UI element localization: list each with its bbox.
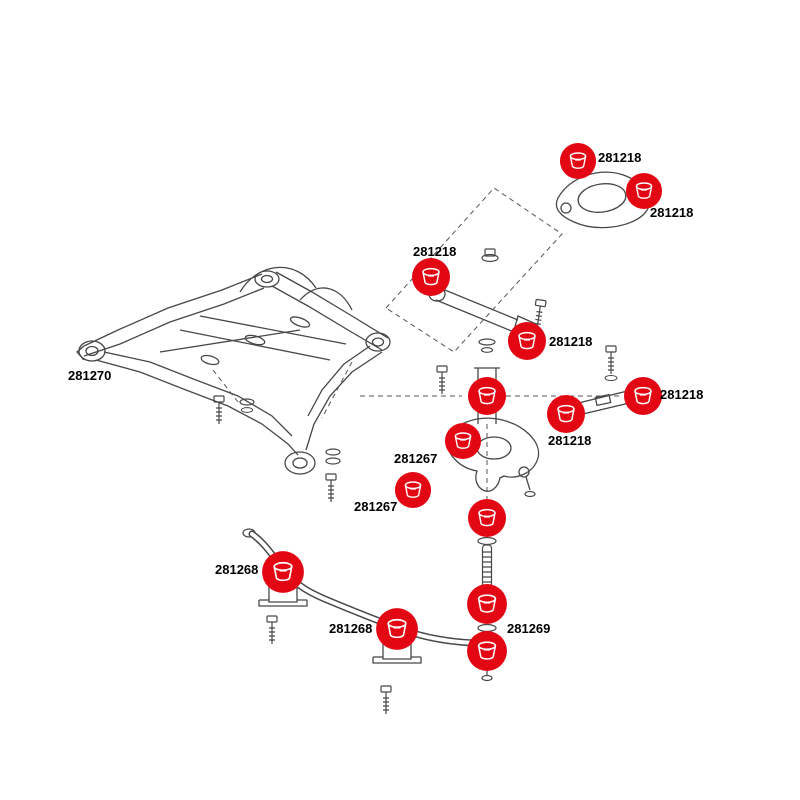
part-label-lateral-arm-rear: 281218 — [549, 334, 593, 349]
part-label-lateral-arm-front: 281218 — [413, 244, 457, 259]
part-label-swaybar-mount-right: 281268 — [329, 621, 373, 636]
bushing-endlink-bottom — [466, 630, 508, 672]
part-label-endlink: 281269 — [507, 621, 551, 636]
bushing-upper-arm-inner — [625, 172, 663, 210]
bushing-highlights — [261, 142, 663, 672]
subframe-drawing — [76, 266, 391, 475]
part-label-upper-arm-outer: 281218 — [598, 150, 642, 165]
part-label-control-arm-lower: 281267 — [354, 499, 398, 514]
part-label-swaybar-mount-left: 281268 — [215, 562, 259, 577]
bushing-endlink-top — [467, 498, 507, 538]
part-label-control-arm-upper: 281267 — [394, 451, 438, 466]
bushing-swaybar-right — [375, 607, 419, 651]
bushing-lateral-arm-rear — [507, 321, 547, 361]
part-label-upper-arm-inner: 281218 — [650, 205, 694, 220]
part-label-camber-arm-inner: 281218 — [548, 433, 592, 448]
bushing-camber-arm-outer — [623, 376, 663, 416]
bushing-camber-arm-inner — [546, 394, 586, 434]
part-label-camber-arm-outer: 281218 — [660, 387, 704, 402]
bushing-upper-arm-outer — [559, 142, 597, 180]
swaybar-bracket-left — [258, 584, 308, 607]
bushing-lateral-arm-front — [411, 257, 451, 297]
bushing-control-arm-lower — [394, 471, 432, 509]
swaybar-bracket-right — [372, 641, 422, 664]
bushing-endlink-middle — [466, 583, 508, 625]
hardware-drawing — [213, 248, 618, 503]
part-label-subframe: 281270 — [68, 368, 112, 383]
bushing-knuckle — [467, 376, 507, 416]
upper-arm-drawing — [555, 171, 651, 229]
bushing-swaybar-left — [261, 550, 305, 594]
bushing-control-arm-upper — [444, 422, 482, 460]
